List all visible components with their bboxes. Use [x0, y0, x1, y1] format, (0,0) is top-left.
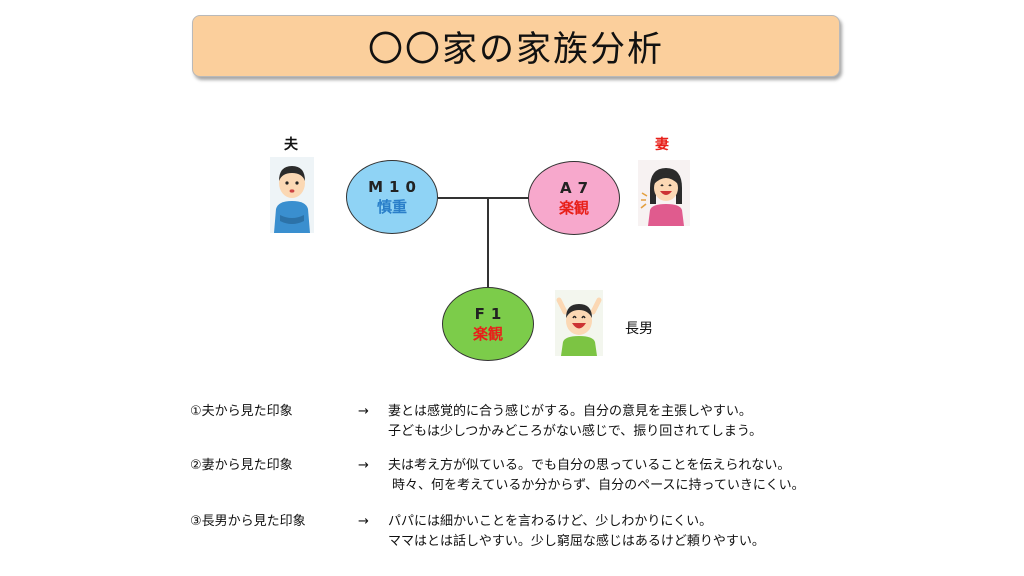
husband-figure-icon	[270, 157, 314, 233]
husband-role-label: 夫	[284, 137, 298, 153]
title-banner: 〇〇家の家族分析	[192, 15, 840, 77]
impression-text: 夫は考え方が似ている。でも自分の思っていることを伝えられない。	[388, 458, 791, 473]
son-trait: 楽観	[472, 325, 503, 343]
impression-text: 時々、何を考えているか分からず、自分のペースに持っていきにくい。	[392, 478, 805, 493]
husband-code: M10	[368, 178, 422, 196]
arrow-icon: →	[358, 514, 369, 529]
family-diagram: 夫 M10 慎重 妻 A7 楽観 F1 楽観	[270, 137, 690, 361]
impression-item: ③長男から見た印象 → パパには細かいことを言わるけど、少しわかりにくい。 ママ…	[190, 512, 910, 572]
impression-text: ママはとは話しやすい。少し窮屈な感じはあるけど頼りやすい。	[388, 534, 765, 549]
impression-text: 妻とは感覚的に合う感じがする。自分の意見を主張しやすい。	[388, 404, 752, 419]
impression-text: パパには細かいことを言わるけど、少しわかりにくい。	[388, 514, 713, 529]
impression-item: ②妻から見た印象 → 夫は考え方が似ている。でも自分の思っていることを伝えられな…	[190, 456, 910, 516]
husband-node: M10 慎重	[346, 160, 438, 234]
impression-item: ①夫から見た印象 → 妻とは感覚的に合う感じがする。自分の意見を主張しやすい。 …	[190, 402, 910, 462]
impression-label: ③長男から見た印象	[190, 514, 306, 529]
arrow-icon: →	[358, 404, 369, 419]
impression-label: ②妻から見た印象	[190, 458, 293, 473]
wife-role-label: 妻	[655, 137, 669, 153]
child-line	[487, 197, 489, 289]
wife-trait: 楽観	[558, 199, 589, 217]
son-role-label: 長男	[625, 321, 653, 337]
marriage-line	[438, 197, 530, 199]
son-figure-icon	[555, 290, 603, 356]
impression-label: ①夫から見た印象	[190, 404, 293, 419]
wife-code: A7	[559, 179, 595, 197]
impression-text: 子どもは少しつかみどころがない感じで、振り回されてしまう。	[388, 424, 763, 439]
son-code: F1	[474, 305, 508, 323]
husband-trait: 慎重	[376, 198, 407, 216]
wife-node: A7 楽観	[528, 161, 620, 235]
wife-figure-icon	[638, 160, 690, 226]
son-node: F1 楽観	[442, 287, 534, 361]
page-title: 〇〇家の家族分析	[367, 29, 664, 70]
arrow-icon: →	[358, 458, 369, 473]
